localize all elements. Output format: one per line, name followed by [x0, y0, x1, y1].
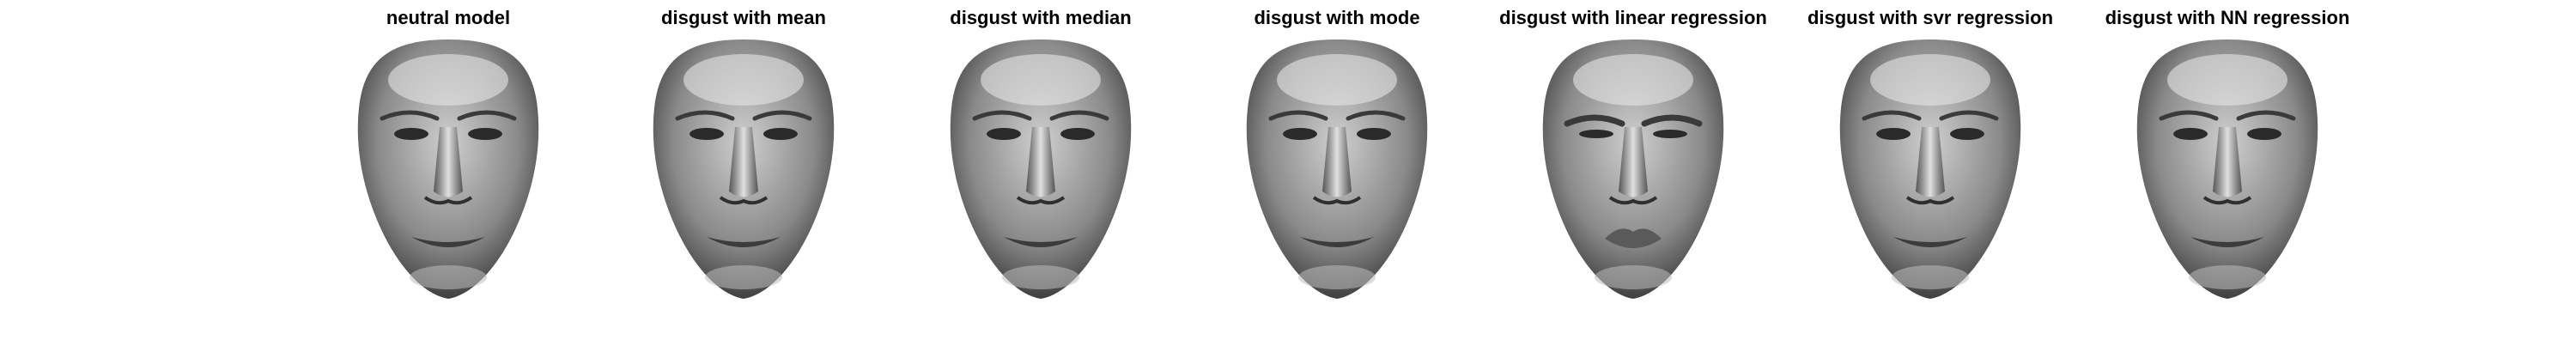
- eye-right: [1653, 130, 1687, 138]
- brow-right: [1346, 110, 1406, 121]
- nostrils: [2202, 196, 2252, 205]
- face-render-mean: [653, 39, 835, 299]
- forehead-highlight: [388, 54, 508, 106]
- brow-right: [457, 110, 517, 121]
- brow-right: [1641, 114, 1703, 127]
- brow-left: [1564, 114, 1625, 127]
- face-panel-linear: disgust with linear regression: [1487, 0, 1779, 358]
- nose: [1322, 127, 1352, 197]
- chin-highlight: [410, 265, 487, 289]
- panel-title: neutral model: [386, 7, 511, 28]
- brow-right: [752, 110, 812, 121]
- face-render-neutral: [357, 39, 539, 299]
- brow-left: [1862, 110, 1922, 121]
- eye-left: [2173, 128, 2208, 140]
- panel-title: disgust with NN regression: [2105, 7, 2350, 28]
- nostrils: [1608, 196, 1658, 205]
- brow-left: [2159, 110, 2219, 121]
- brow-right: [1939, 110, 1999, 121]
- face-panel-neutral: neutral model: [302, 0, 594, 358]
- nostrils: [1905, 196, 1955, 205]
- nostrils: [423, 196, 473, 205]
- forehead-highlight: [981, 54, 1101, 106]
- nose: [1026, 127, 1055, 197]
- brow-right: [1049, 110, 1109, 121]
- eye-left: [1579, 130, 1613, 138]
- chin-highlight: [1595, 265, 1672, 289]
- face-render-linear: [1542, 39, 1724, 299]
- mouth: [1605, 228, 1662, 248]
- face-panel-mode: disgust with mode: [1191, 0, 1483, 358]
- mouth: [1004, 237, 1078, 247]
- panel-title: disgust with linear regression: [1499, 7, 1767, 28]
- panel-title: disgust with mean: [661, 7, 826, 28]
- eye-left: [394, 128, 428, 140]
- nose: [729, 127, 758, 197]
- forehead-highlight: [683, 54, 804, 106]
- mouth: [2190, 237, 2264, 247]
- face-render-median: [950, 39, 1132, 299]
- chin-highlight: [1002, 265, 1079, 289]
- chin-highlight: [2189, 265, 2266, 289]
- chin-highlight: [1892, 265, 1969, 289]
- brow-left: [972, 110, 1032, 121]
- face-panel-mean: disgust with mean: [598, 0, 890, 358]
- eye-left: [690, 128, 724, 140]
- eye-left: [1876, 128, 1911, 140]
- face-panel-nn: disgust with NN regression: [2081, 0, 2373, 358]
- face-panel-median: disgust with median: [895, 0, 1187, 358]
- face-render-mode: [1246, 39, 1428, 299]
- eye-left: [1283, 128, 1317, 140]
- panel-title: disgust with mode: [1254, 7, 1420, 28]
- brow-left: [380, 110, 440, 121]
- forehead-highlight: [2167, 54, 2287, 106]
- forehead-highlight: [1870, 54, 1990, 106]
- nose: [2213, 127, 2242, 197]
- nose: [434, 127, 463, 197]
- brow-right: [2236, 110, 2296, 121]
- eye-right: [1950, 128, 1984, 140]
- face-render-svr: [1839, 39, 2021, 299]
- chin-highlight: [1298, 265, 1376, 289]
- face-render-nn: [2136, 39, 2318, 299]
- forehead-highlight: [1573, 54, 1693, 106]
- eye-right: [468, 128, 502, 140]
- nose: [1916, 127, 1945, 197]
- chin-highlight: [705, 265, 782, 289]
- eye-right: [763, 128, 798, 140]
- eye-right: [1357, 128, 1391, 140]
- nostrils: [1312, 196, 1362, 205]
- nose: [1619, 127, 1648, 197]
- brow-left: [1268, 110, 1328, 121]
- mouth: [1893, 237, 1967, 247]
- mouth: [1300, 237, 1374, 247]
- face-panel-svr: disgust with svr regression: [1784, 0, 2076, 358]
- nostrils: [719, 196, 769, 205]
- eye-right: [1060, 128, 1095, 140]
- eye-right: [2247, 128, 2281, 140]
- forehead-highlight: [1277, 54, 1397, 106]
- mouth: [707, 237, 781, 247]
- mouth: [411, 237, 485, 247]
- panel-title: disgust with median: [950, 7, 1132, 28]
- brow-left: [675, 110, 735, 121]
- panel-title: disgust with svr regression: [1807, 7, 2054, 28]
- nostrils: [1016, 196, 1066, 205]
- eye-left: [987, 128, 1021, 140]
